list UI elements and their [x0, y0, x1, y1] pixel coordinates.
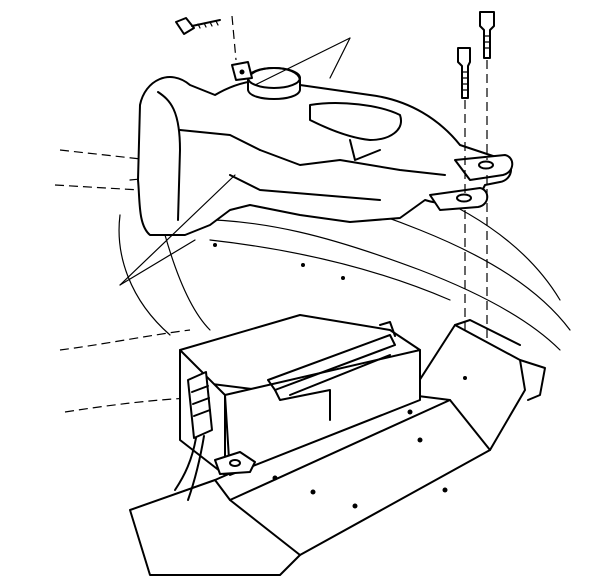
screw-icon	[175, 15, 237, 61]
filler-cap	[247, 67, 301, 100]
module-box	[174, 314, 421, 501]
leader-lines	[119, 37, 351, 286]
body-holes	[213, 243, 345, 280]
reservoir-tank	[137, 61, 514, 236]
stud-bolt-icon	[457, 11, 495, 99]
